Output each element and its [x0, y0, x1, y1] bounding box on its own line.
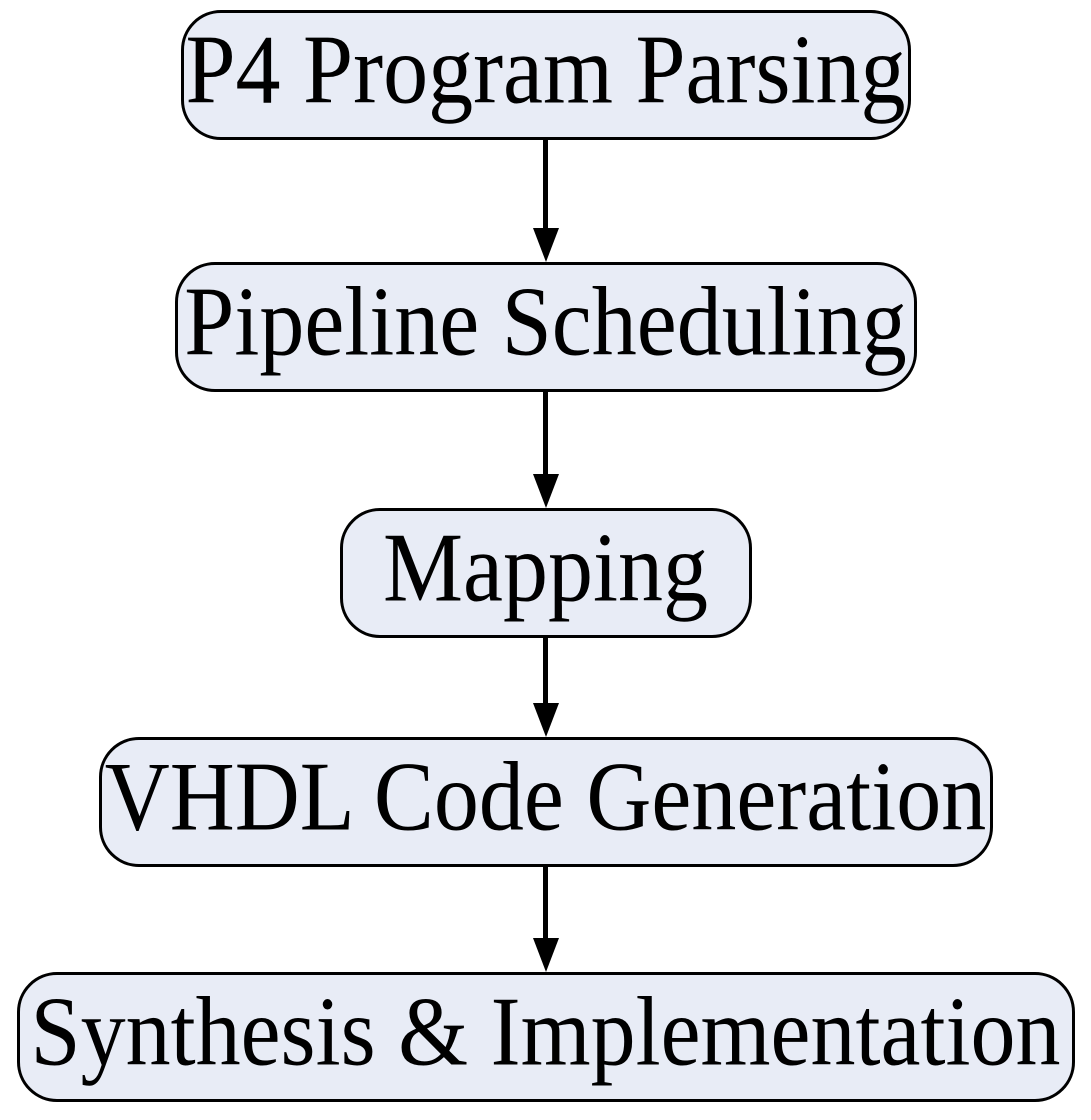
flow-node-label: P4 Program Parsing: [185, 15, 906, 125]
flow-node-vhdl-code-generation: VHDL Code Generation: [98, 737, 993, 867]
flow-node-pipeline-scheduling: Pipeline Scheduling: [174, 262, 917, 392]
arrowhead-down-icon: [532, 938, 559, 972]
arrowhead-down-icon: [532, 228, 559, 262]
arrow-shaft: [543, 638, 548, 703]
flow-node-label: Mapping: [383, 513, 708, 623]
flow-node-label: VHDL Code Generation: [104, 742, 987, 852]
flow-node-mapping: Mapping: [339, 508, 752, 638]
flow-node-label: Pipeline Scheduling: [184, 267, 907, 377]
arrow-shaft: [543, 867, 548, 938]
arrow-vhdl-to-synthesis: [532, 867, 559, 972]
flow-node-label: Synthesis & Implementation: [30, 977, 1061, 1087]
arrow-shaft: [543, 392, 548, 474]
arrow-parsing-to-scheduling: [532, 140, 559, 262]
arrowhead-down-icon: [532, 703, 559, 737]
arrow-scheduling-to-mapping: [532, 392, 559, 508]
flow-node-synthesis-implementation: Synthesis & Implementation: [16, 972, 1075, 1102]
flow-node-p4-program-parsing: P4 Program Parsing: [180, 10, 911, 140]
arrow-shaft: [543, 140, 548, 228]
arrowhead-down-icon: [532, 474, 559, 508]
arrow-mapping-to-vhdl: [532, 638, 559, 737]
